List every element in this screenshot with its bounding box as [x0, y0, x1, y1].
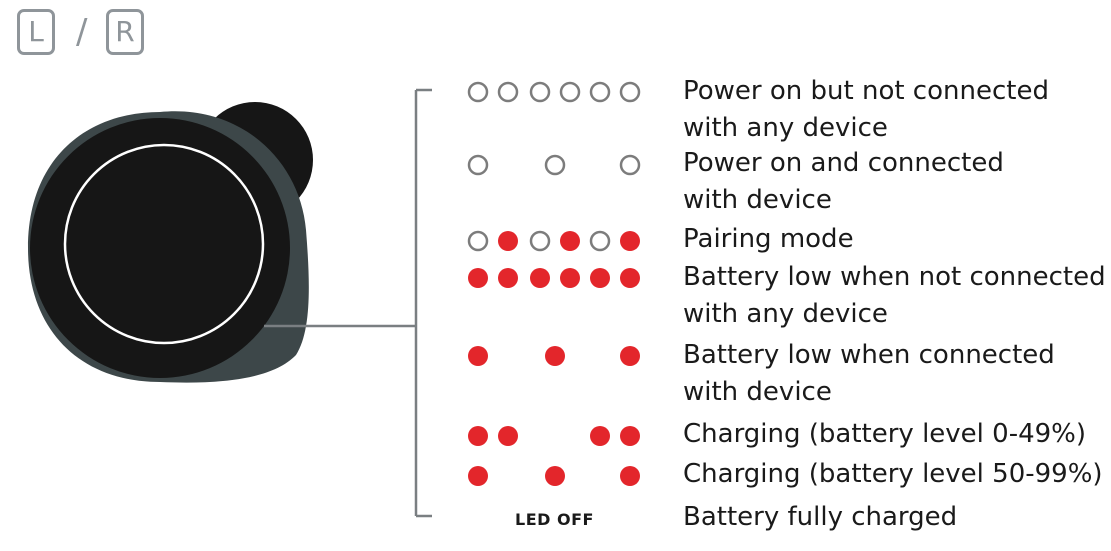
earbud-face	[30, 118, 290, 378]
legend-battery-low-not-connected: Battery low when not connected with any …	[683, 259, 1106, 333]
led-dot-red	[560, 231, 580, 251]
led-dot-red	[620, 231, 640, 251]
legend-battery-low-connected: Battery low when connected with device	[683, 337, 1055, 411]
legend-pairing-mode: Pairing mode	[683, 221, 854, 258]
legend-power-on-not-connected: Power on but not connected with any devi…	[683, 73, 1049, 147]
legend-charging-high: Charging (battery level 50-99%)	[683, 456, 1103, 493]
led-dot-red	[498, 231, 518, 251]
led-dot-off	[619, 154, 641, 176]
led-dot-red	[498, 268, 518, 288]
led-patterns	[467, 81, 641, 486]
legend-text: Charging (battery level 50-99%)	[683, 459, 1103, 489]
legend-text: Power on and connected with device	[683, 148, 1004, 215]
led-dot-off	[529, 81, 551, 103]
led-dot-red	[498, 426, 518, 446]
led-dot-red	[468, 466, 488, 486]
led-dot-red	[560, 268, 580, 288]
led-dot-off	[559, 81, 581, 103]
legend-text: Pairing mode	[683, 224, 854, 254]
legend-charging-low: Charging (battery level 0-49%)	[683, 416, 1086, 453]
led-dot-red	[468, 426, 488, 446]
indicator-bracket	[264, 88, 432, 518]
led-ring	[63, 143, 265, 345]
led-dot-off	[497, 81, 519, 103]
led-dot-off	[589, 81, 611, 103]
led-dot-off	[467, 154, 489, 176]
led-dot-red	[620, 346, 640, 366]
led-dot-off	[544, 154, 566, 176]
legend-text: Battery low when not connected with any …	[683, 262, 1106, 329]
left-side-label: L	[17, 9, 55, 55]
led-dot-off	[529, 230, 551, 252]
led-dot-off	[467, 230, 489, 252]
led-dot-red	[545, 346, 565, 366]
led-dot-off	[467, 81, 489, 103]
led-dot-red	[590, 268, 610, 288]
led-dot-red	[530, 268, 550, 288]
earbud-illustration	[28, 102, 313, 383]
legend-fully-charged: Battery fully charged	[683, 499, 957, 536]
led-dot-red	[590, 426, 610, 446]
legend-power-on-connected: Power on and connected with device	[683, 145, 1004, 219]
right-side-label: R	[106, 9, 144, 55]
led-dot-off	[589, 230, 611, 252]
led-dot-red	[620, 268, 640, 288]
led-dot-red	[620, 426, 640, 446]
led-dot-red	[545, 466, 565, 486]
legend-text: Battery low when connected with device	[683, 340, 1055, 407]
legend-text: Charging (battery level 0-49%)	[683, 419, 1087, 449]
led-off-indicator: LED OFF	[515, 510, 594, 529]
led-dot-red	[468, 346, 488, 366]
side-separator: /	[76, 12, 88, 52]
led-dot-red	[620, 466, 640, 486]
legend-text: Power on but not connected with any devi…	[683, 76, 1049, 143]
legend-text: Battery fully charged	[683, 502, 958, 532]
led-dot-red	[468, 268, 488, 288]
led-dot-off	[619, 81, 641, 103]
